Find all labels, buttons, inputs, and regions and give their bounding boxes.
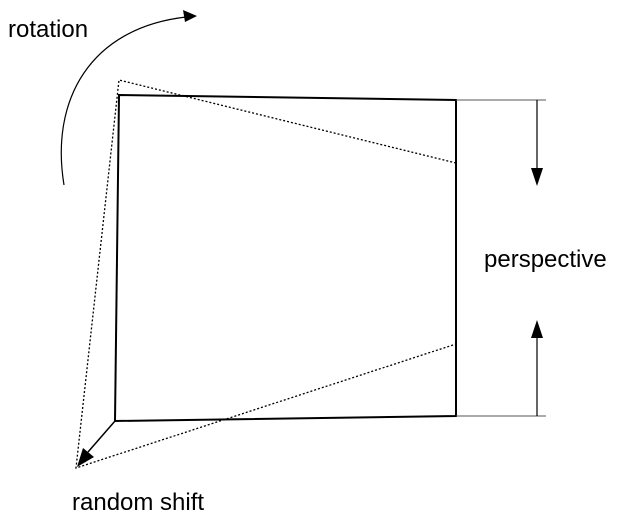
transformed-quad bbox=[75, 79, 457, 469]
rotation-arrow bbox=[60, 16, 187, 186]
rotation-arrowhead bbox=[183, 10, 197, 22]
shift-arrow bbox=[87, 420, 116, 453]
perspective-up-arrowhead bbox=[531, 320, 543, 338]
perspective-down-arrowhead bbox=[531, 168, 543, 186]
rotation-label: rotation bbox=[8, 16, 89, 43]
shift-arrowhead bbox=[77, 448, 94, 467]
random-shift-label: random shift bbox=[72, 489, 205, 516]
perspective-label: perspective bbox=[484, 246, 607, 273]
original-quad bbox=[113, 93, 457, 423]
